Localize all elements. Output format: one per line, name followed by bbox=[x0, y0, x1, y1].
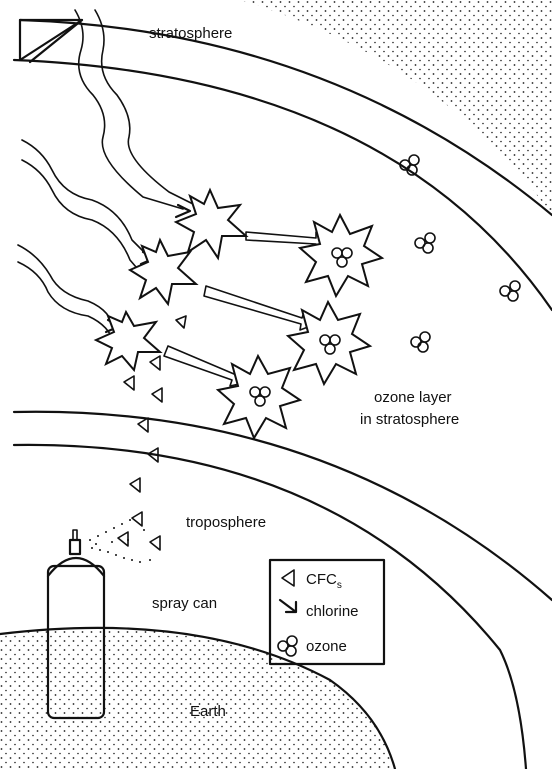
chlorine-arrow-2 bbox=[204, 286, 316, 330]
ozone-molecule-icon bbox=[278, 636, 297, 656]
label-ozone-layer-line2: in stratosphere bbox=[360, 411, 459, 428]
ozone-molecule bbox=[411, 332, 430, 352]
ozone-reaction-burst-2 bbox=[288, 302, 370, 384]
legend-label-cfc: CFCs bbox=[306, 571, 342, 591]
outer-space-region bbox=[240, 0, 552, 215]
cfc-split-burst-2 bbox=[130, 240, 196, 304]
ozone-molecule bbox=[500, 281, 520, 301]
legend-label-chlorine: chlorine bbox=[306, 603, 359, 620]
label-spray-can: spray can bbox=[152, 595, 217, 612]
cfc-triangle-icon bbox=[282, 570, 294, 586]
sunlight-band bbox=[20, 20, 82, 62]
label-stratosphere: stratosphere bbox=[149, 25, 232, 42]
ozone-molecule bbox=[415, 233, 435, 253]
legend: CFCs chlorine ozone bbox=[270, 560, 384, 664]
label-ozone-layer-line1: ozone layer bbox=[374, 389, 452, 406]
chlorine-arrow-icon bbox=[280, 600, 296, 612]
ozone-reaction-burst-3 bbox=[218, 356, 300, 438]
troposphere-upper-boundary bbox=[14, 412, 552, 600]
label-troposphere: troposphere bbox=[186, 514, 266, 531]
label-earth: Earth bbox=[190, 703, 226, 720]
legend-label-ozone: ozone bbox=[306, 638, 347, 655]
ozone-reaction-burst-1 bbox=[300, 215, 382, 296]
